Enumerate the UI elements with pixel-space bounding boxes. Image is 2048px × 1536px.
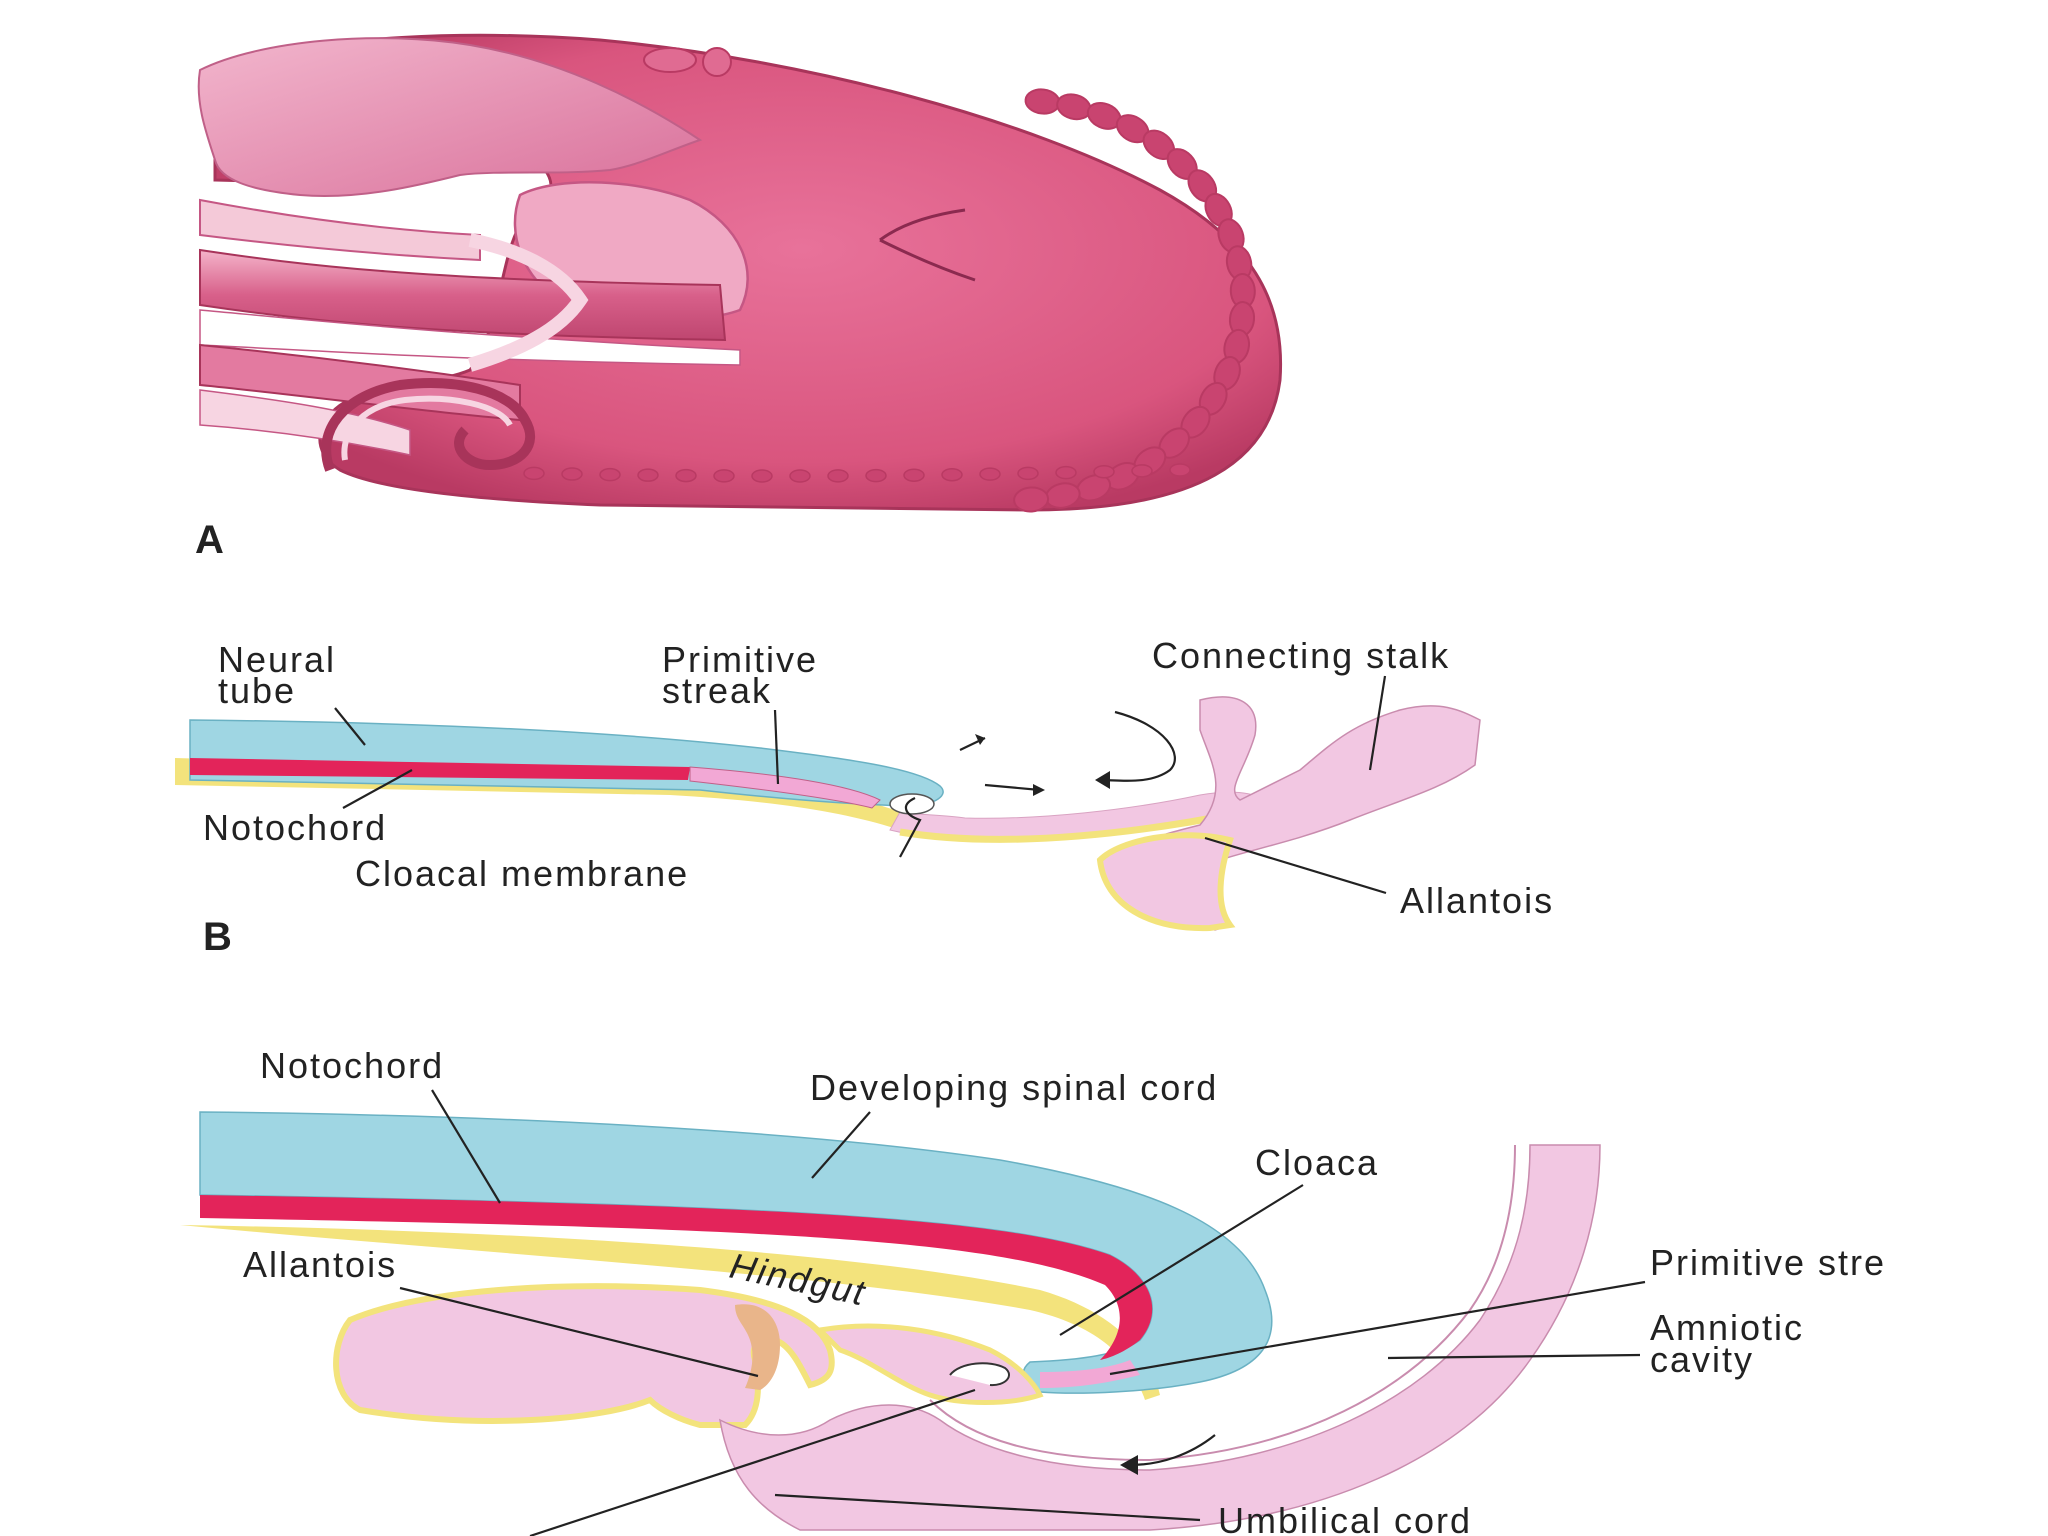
leader-cloaca	[1059, 1184, 1304, 1336]
leader-neural-tube	[334, 707, 366, 746]
somite	[523, 466, 545, 481]
leader-allantois-b	[1204, 836, 1387, 895]
somite	[1131, 464, 1153, 478]
label-primitive-streak-c: Primitive stre	[1650, 1242, 1886, 1283]
somite	[637, 468, 659, 482]
panel-b-letter: B	[203, 915, 232, 959]
somite	[1169, 463, 1191, 477]
somite	[789, 469, 811, 483]
label-allantois-c: Allantois	[243, 1244, 397, 1285]
primitive-streak	[689, 766, 881, 809]
leader-umbilical-cord	[774, 1493, 1201, 1522]
somite	[1056, 93, 1092, 121]
label-cloacal-membrane: Cloacal membrane	[355, 853, 689, 894]
somite	[1024, 88, 1061, 115]
leader-amniotic-cavity	[1387, 1353, 1641, 1360]
somite	[599, 467, 621, 482]
allantois-pocket	[735, 1304, 780, 1390]
panel-c-section	[180, 1111, 1601, 1531]
somite	[751, 469, 773, 483]
embryo-head	[197, 37, 703, 197]
leader-notochord-c	[431, 1089, 501, 1204]
somite	[903, 468, 925, 482]
label-primitive-streak-line1: Primitive	[662, 639, 818, 680]
label-developing-spinal-cord: Developing spinal cord	[810, 1067, 1218, 1108]
label-notochord-b: Notochord	[203, 807, 387, 848]
somite	[979, 467, 1001, 481]
somite	[941, 467, 963, 482]
somite	[1055, 465, 1077, 480]
leader-developing-spinal-cord	[811, 1111, 871, 1179]
label-amniotic-cavity-line2: cavity	[1650, 1339, 1754, 1380]
label-cloaca: Cloaca	[1255, 1142, 1379, 1183]
panel-a-embryo	[197, 33, 1283, 513]
umbilical-amnion-sweep	[719, 1144, 1601, 1531]
stalk-stripes	[199, 198, 741, 456]
somite	[1017, 466, 1039, 481]
somite-row	[523, 88, 1256, 513]
leader-notochord-b	[342, 769, 413, 809]
allantois-shape-b	[1096, 832, 1236, 932]
somite	[827, 469, 849, 483]
label-amniotic-cavity-line1: Amniotic	[1650, 1307, 1804, 1348]
leader-connecting-stalk	[1368, 675, 1387, 771]
somite	[1093, 465, 1115, 479]
leader-cloacal-membrane-c	[529, 1388, 976, 1536]
label-neural-tube-line2: tube	[218, 670, 296, 711]
cloacal-membrane-shape	[889, 793, 935, 815]
leader-primitive-streak	[773, 709, 780, 785]
notochord-layer	[190, 758, 690, 780]
leader-cloacal-membrane	[899, 797, 922, 858]
somite	[713, 469, 735, 483]
notochord-layer-c	[200, 1195, 1153, 1360]
somite	[1013, 486, 1050, 513]
leader-primitive-streak-c	[1109, 1280, 1646, 1376]
tail-fold	[321, 378, 535, 472]
label-connecting-stalk: Connecting stalk	[1152, 635, 1450, 676]
panel-a-letter: A	[195, 518, 224, 562]
somite	[865, 468, 887, 483]
panel-b-section	[175, 696, 1481, 932]
label-notochord-c: Notochord	[260, 1045, 444, 1086]
label-primitive-streak-line2: streak	[662, 670, 772, 711]
somite	[675, 468, 697, 483]
leader-allantois-c	[399, 1286, 759, 1378]
label-umbilical-cord: Umbilical cord	[1218, 1500, 1472, 1536]
somite	[561, 467, 583, 481]
label-allantois-b: Allantois	[1400, 880, 1554, 921]
label-neural-tube-line1: Neural	[218, 639, 336, 680]
